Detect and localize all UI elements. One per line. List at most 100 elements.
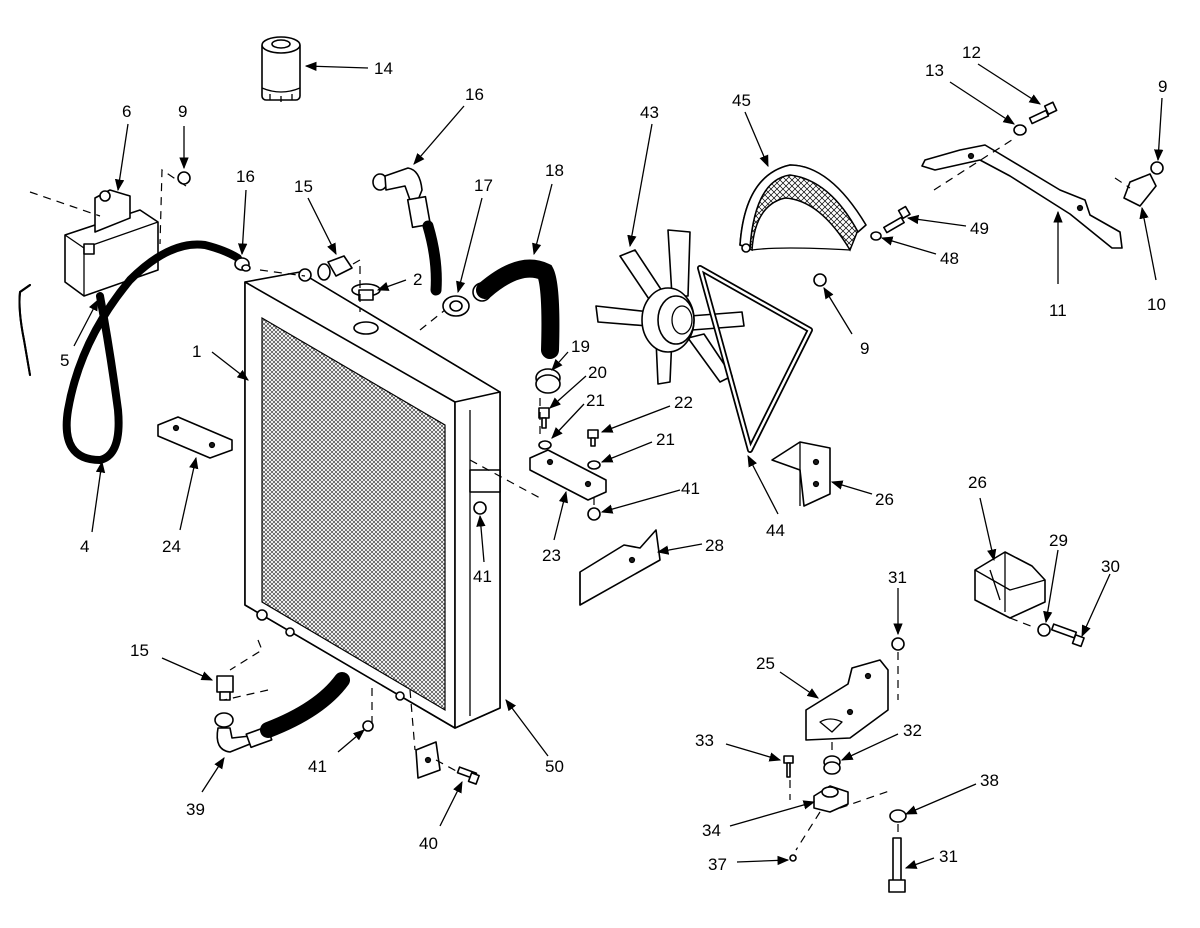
hose-16-part [372, 167, 442, 296]
radiator-cap-part [351, 283, 381, 301]
callout-label: 29 [1049, 531, 1068, 550]
callout-10: 10 [1139, 206, 1166, 314]
callout-1: 1 [192, 342, 249, 381]
callout-23: 23 [542, 490, 568, 565]
fitting-15-upper-part [317, 255, 353, 281]
callout-label: 34 [702, 821, 721, 840]
callout-14: 14 [304, 59, 393, 78]
callout-41-bracket: 41 [600, 479, 700, 514]
callout-label: 44 [766, 521, 785, 540]
washer-48-part [870, 231, 882, 241]
hose-18-part [472, 259, 560, 359]
callout-label: 26 [875, 490, 894, 509]
callout-label: 16 [236, 167, 255, 186]
callout-28: 28 [656, 536, 724, 555]
bolt-49-part [883, 205, 911, 234]
callout-label: 21 [586, 391, 605, 410]
callout-16-upper: 16 [413, 85, 484, 165]
callout-label: 38 [980, 771, 999, 790]
bolt-22-part [587, 429, 599, 447]
callout-31-upper: 31 [888, 568, 907, 636]
callout-label: 13 [925, 61, 944, 80]
callout-label: 24 [162, 537, 181, 556]
callout-label: 41 [681, 479, 700, 498]
callout-25: 25 [756, 654, 819, 699]
callout-label: 45 [732, 91, 751, 110]
callout-label: 21 [656, 430, 675, 449]
callout-label: 31 [888, 568, 907, 587]
callout-label: 41 [308, 757, 327, 776]
callout-label: 1 [192, 342, 201, 361]
callout-21-upper: 21 [551, 391, 605, 439]
callout-33: 33 [695, 731, 782, 762]
callout-label: 23 [542, 546, 561, 565]
callout-label: 48 [940, 249, 959, 268]
callout-19: 19 [551, 337, 590, 371]
callout-13: 13 [925, 61, 1015, 125]
callout-31-lower: 31 [904, 847, 958, 869]
bolt-20-part [538, 407, 550, 429]
callout-15-lower: 15 [130, 641, 214, 681]
callout-label: 9 [178, 102, 187, 121]
callout-label: 10 [1147, 295, 1166, 314]
callout-45: 45 [732, 91, 769, 168]
callout-17: 17 [456, 176, 493, 294]
callout-label: 17 [474, 176, 493, 195]
callout-label: 14 [374, 59, 393, 78]
callout-26-right: 26 [968, 473, 997, 562]
fan-guard-part [697, 265, 813, 453]
callout-label: 18 [545, 161, 564, 180]
washer-13-part [1013, 124, 1027, 136]
callout-label: 6 [122, 102, 131, 121]
callout-18: 18 [532, 161, 564, 256]
callout-label: 39 [186, 800, 205, 819]
washer-38-part [889, 809, 907, 823]
callout-41-radiator: 41 [473, 514, 492, 586]
bolt-33-part [783, 755, 794, 778]
support-bar-part [921, 144, 1123, 249]
callout-label: 16 [465, 85, 484, 104]
callout-15-upper: 15 [294, 177, 337, 256]
nut-29-part [1037, 623, 1051, 637]
callout-label: 30 [1101, 557, 1120, 576]
callout-44: 44 [747, 454, 785, 540]
fan-part [595, 229, 745, 385]
callout-label: 28 [705, 536, 724, 555]
nut-9-right-part [1150, 161, 1164, 175]
callout-2: 2 [376, 270, 422, 291]
callout-9-left: 9 [178, 102, 189, 170]
callout-label: 37 [708, 855, 727, 874]
callout-21-lower: 21 [600, 430, 675, 463]
callout-label: 50 [545, 757, 564, 776]
callout-43: 43 [627, 103, 659, 248]
callout-label: 25 [756, 654, 775, 673]
callout-34: 34 [702, 800, 816, 840]
callout-label: 9 [1158, 77, 1167, 96]
fan-shroud-part [739, 164, 867, 253]
callout-20: 20 [549, 363, 607, 409]
callout-label: 12 [962, 43, 981, 62]
callout-label: 43 [640, 103, 659, 122]
callout-24: 24 [162, 456, 199, 556]
callout-label: 33 [695, 731, 714, 750]
callout-9-right: 9 [1154, 77, 1167, 162]
isolator-mount-34-part [813, 785, 849, 813]
callout-50: 50 [505, 699, 564, 776]
nut-41-bracket-part [587, 507, 601, 521]
hose-clamp-17-part [442, 295, 470, 317]
callout-label: 5 [60, 351, 69, 370]
bolt-30-part [1050, 623, 1085, 648]
hose-39-part [214, 672, 350, 753]
callout-22: 22 [600, 393, 693, 433]
bolt-12-part [1028, 101, 1058, 125]
clamp-19-part [535, 368, 561, 394]
nut-37-part [789, 854, 797, 862]
callout-label: 15 [294, 177, 313, 196]
callout-40: 40 [419, 780, 463, 853]
bolt-40-part [456, 766, 480, 785]
alignment-lines [29, 137, 1131, 851]
callout-label: 20 [588, 363, 607, 382]
callout-label: 41 [473, 567, 492, 586]
callout-26-middle: 26 [830, 480, 894, 509]
